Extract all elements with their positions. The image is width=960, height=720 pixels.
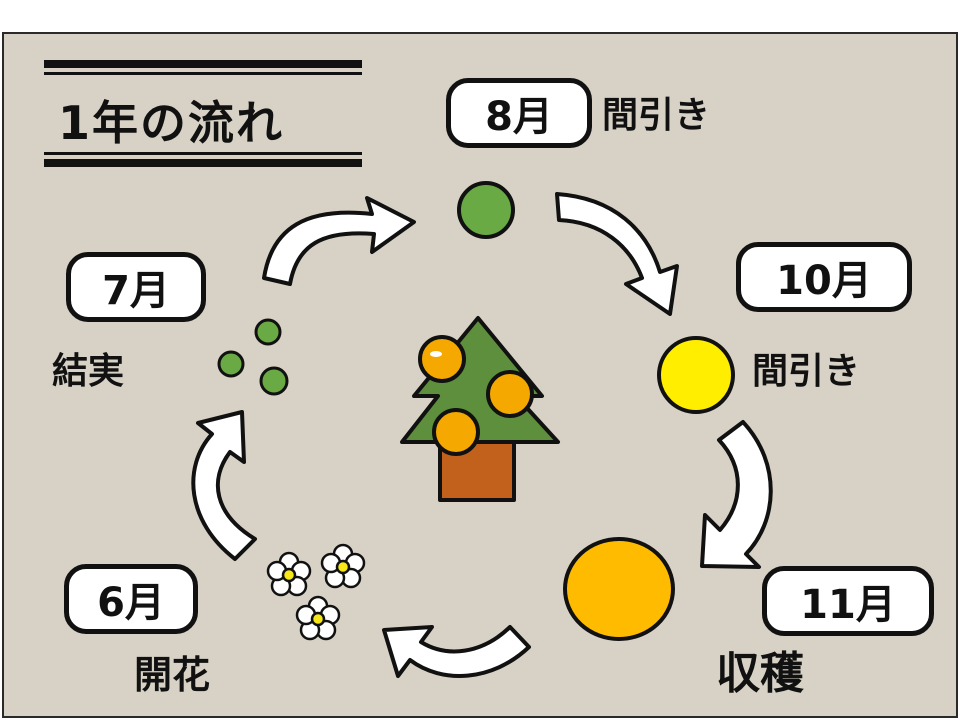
month-label-oct: 10月 xyxy=(736,242,912,312)
arrow-jun-to-jul xyxy=(191,410,257,561)
arrow-oct-to-nov xyxy=(700,420,773,569)
arrow-aug-to-oct xyxy=(555,192,679,316)
arrow-nov-to-jun xyxy=(382,625,531,678)
diagram-title: 1年の流れ xyxy=(58,96,285,150)
month-label-nov: 11月 xyxy=(762,566,934,636)
activity-label-jun: 開花 xyxy=(134,653,211,697)
young-fruit-cluster-icon xyxy=(217,318,289,396)
month-label-jul: 7月 xyxy=(66,252,206,322)
flowers-icon xyxy=(266,543,366,641)
activity-label-aug: 間引き xyxy=(602,95,711,136)
activity-label-oct: 間引き xyxy=(752,351,861,392)
cycle-arrows xyxy=(191,192,773,678)
tree-with-fruit-icon xyxy=(400,316,560,502)
small-green-fruit-icon xyxy=(457,181,515,239)
month-label-aug: 8月 xyxy=(446,78,592,148)
title-frame xyxy=(44,60,362,167)
yellow-fruit-icon xyxy=(657,336,735,414)
diagram-canvas: 1年の流れ 8月 10月 11月 6月 7月 間引き 間引き 収穫 開花 結実 xyxy=(2,32,958,718)
month-label-jun: 6月 xyxy=(64,564,198,634)
arrow-jul-to-aug xyxy=(262,196,416,286)
activity-label-nov: 収穫 xyxy=(716,648,804,699)
orange-fruit-icon xyxy=(563,537,675,641)
activity-label-jul: 結実 xyxy=(52,351,125,392)
